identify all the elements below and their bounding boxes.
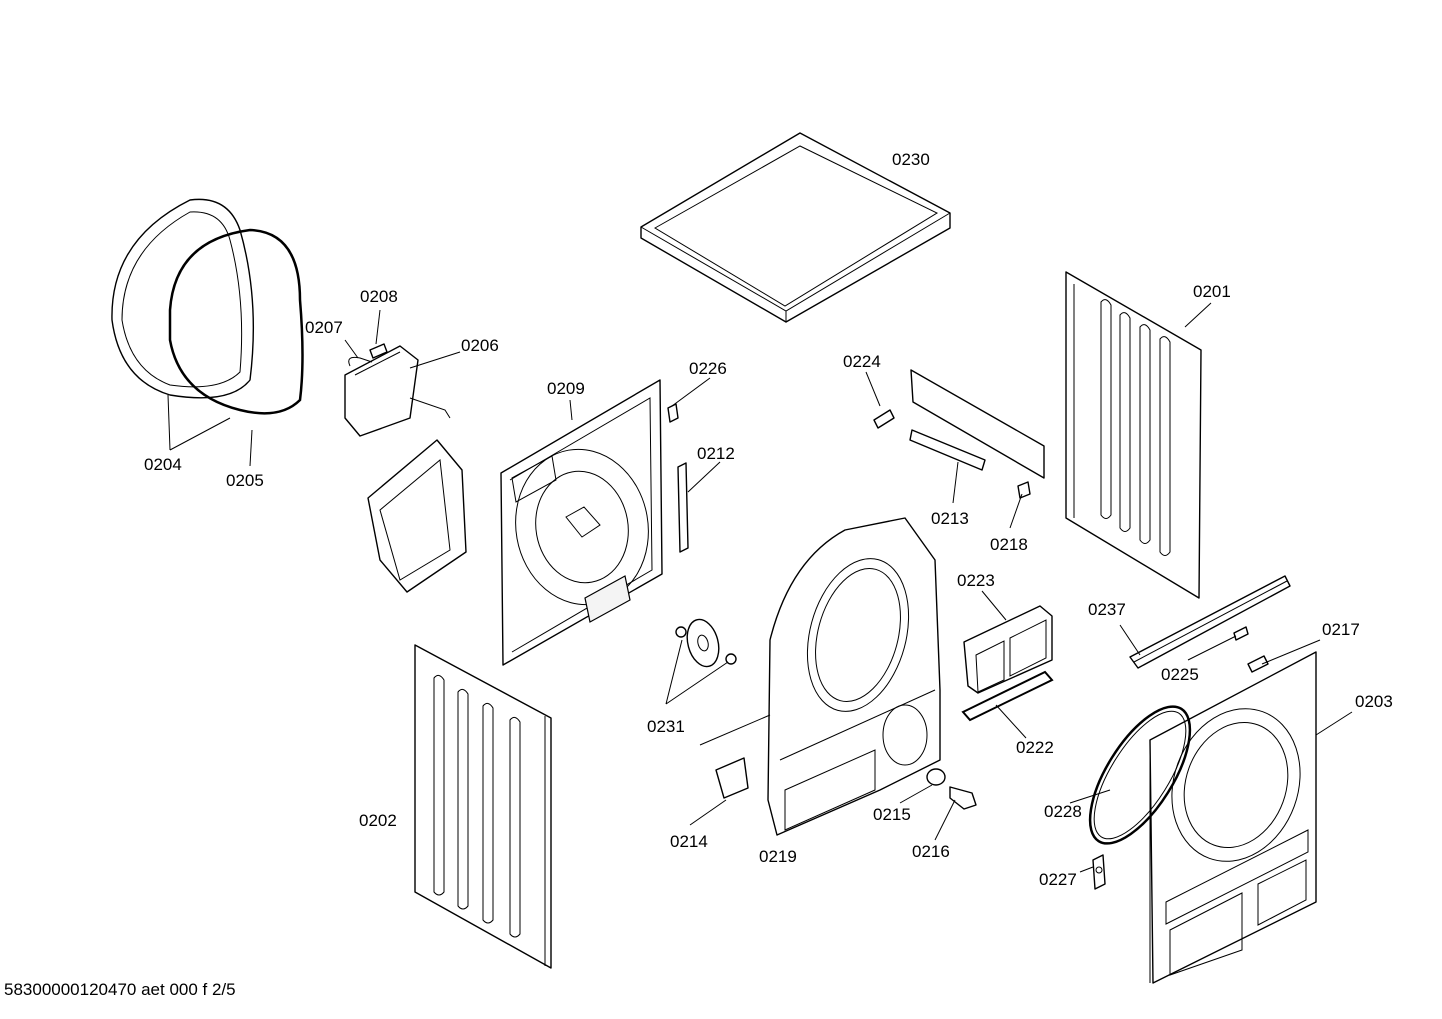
part-0205-seal-ring[interactable] xyxy=(168,228,304,415)
part-0213-key-panel[interactable] xyxy=(909,429,986,471)
part-0225-clip[interactable] xyxy=(1233,626,1249,641)
part-0227-latch[interactable] xyxy=(1092,854,1106,890)
part-0231-fan-wheel[interactable] xyxy=(675,616,737,670)
label-0222: 0222 xyxy=(1016,738,1054,757)
part-0218-clip[interactable] xyxy=(1017,481,1031,499)
part-0224-clip[interactable] xyxy=(873,409,895,429)
label-0201: 0201 xyxy=(1193,282,1231,301)
label-0208: 0208 xyxy=(360,287,398,306)
part-control-board-plate xyxy=(910,369,1045,479)
part-0215-foot[interactable] xyxy=(926,768,946,786)
label-0231: 0231 xyxy=(647,717,685,736)
part-0219-front-frame[interactable] xyxy=(767,517,941,836)
label-0218: 0218 xyxy=(990,535,1028,554)
document-id: 58300000120470 aet 000 f 2/5 xyxy=(4,980,236,999)
label-0214: 0214 xyxy=(670,832,708,851)
label-0205: 0205 xyxy=(226,471,264,490)
part-0212-strip[interactable] xyxy=(677,462,689,553)
part-0203-front-panel[interactable] xyxy=(1149,651,1321,984)
part-0237-bracket-bar[interactable] xyxy=(1129,575,1291,669)
part-0223-fluff-filter[interactable] xyxy=(963,605,1053,694)
label-0203: 0203 xyxy=(1355,692,1393,711)
part-0222-gasket[interactable] xyxy=(961,670,1054,722)
label-0237: 0237 xyxy=(1088,600,1126,619)
part-0201-side-panel-right[interactable] xyxy=(1065,271,1202,599)
label-0216: 0216 xyxy=(912,842,950,861)
part-0228-door-seal[interactable] xyxy=(1071,691,1210,858)
label-0213: 0213 xyxy=(931,509,969,528)
part-0208-connector[interactable] xyxy=(369,343,388,359)
part-0217-clip[interactable] xyxy=(1247,655,1269,673)
part-air-duct xyxy=(367,439,467,593)
label-0225: 0225 xyxy=(1161,665,1199,684)
part-0230-top-cover[interactable] xyxy=(640,132,951,323)
leader-lines xyxy=(167,302,1353,873)
part-0202-side-panel-left[interactable] xyxy=(414,644,552,969)
label-0202: 0202 xyxy=(359,811,397,830)
part-0214-sensor[interactable] xyxy=(715,757,749,799)
label-0217: 0217 xyxy=(1322,620,1360,639)
part-0207-wire[interactable] xyxy=(348,356,373,367)
label-0219: 0219 xyxy=(759,847,797,866)
label-0226: 0226 xyxy=(689,359,727,378)
label-0223: 0223 xyxy=(957,571,995,590)
label-0227: 0227 xyxy=(1039,870,1077,889)
part-0206-control-module[interactable] xyxy=(344,345,451,437)
label-0212: 0212 xyxy=(697,444,735,463)
part-labels: 0230 0201 0208 0207 0206 0224 0226 0209 … xyxy=(144,150,1393,889)
label-0224: 0224 xyxy=(843,352,881,371)
label-0230: 0230 xyxy=(892,150,930,169)
label-0206: 0206 xyxy=(461,336,499,355)
label-0207: 0207 xyxy=(305,318,343,337)
label-0215: 0215 xyxy=(873,805,911,824)
label-0228: 0228 xyxy=(1044,802,1082,821)
part-0216-foot-adjuster[interactable] xyxy=(949,786,977,810)
part-0226-clip[interactable] xyxy=(667,403,679,423)
part-0204-rear-bulkhead[interactable] xyxy=(111,198,255,399)
label-0209: 0209 xyxy=(547,379,585,398)
label-0204: 0204 xyxy=(144,455,182,474)
part-0209-rear-wall[interactable] xyxy=(500,379,663,666)
